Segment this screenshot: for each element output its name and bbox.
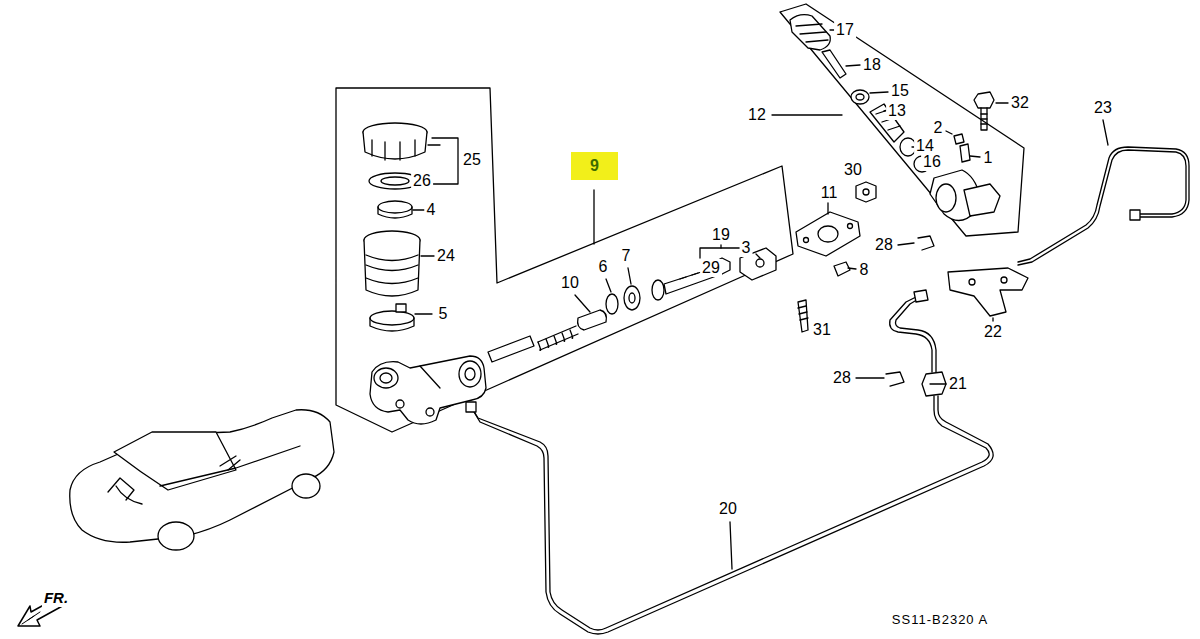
callout-number: 9	[571, 157, 618, 175]
callout-number: 32	[1009, 94, 1031, 112]
callout-number: 22	[982, 323, 1004, 341]
callout-number: 31	[811, 321, 833, 339]
callout-number: 28	[831, 369, 853, 387]
callout-number: 21	[947, 375, 969, 393]
callout-number: 3	[740, 239, 753, 257]
callout-number: 18	[861, 56, 883, 74]
highlight-box: 9	[571, 152, 618, 180]
callout-number: 24	[435, 247, 457, 265]
diagram-code: SS11-B2320 A	[890, 611, 990, 629]
callout-number: 29	[700, 259, 722, 277]
callout-number: 13	[886, 102, 908, 120]
callout-number: 25	[461, 151, 483, 169]
callout-number: 8	[858, 261, 871, 279]
callout-number: 5	[437, 305, 450, 323]
callout-number: 16	[921, 153, 943, 171]
callout-number: 11	[819, 184, 840, 202]
callout-number: 17	[834, 21, 856, 39]
callout-number: 4	[425, 201, 438, 219]
callout-number: 19	[710, 226, 732, 244]
callout-number: 26	[411, 172, 433, 190]
callout-number: 1	[982, 149, 995, 167]
callout-number: 20	[717, 500, 739, 518]
direction-marker: FR.	[42, 589, 70, 607]
callout-number: 2	[932, 119, 945, 137]
callout-number: 23	[1092, 99, 1114, 117]
callout-number: 30	[842, 161, 864, 179]
callout-number: 10	[559, 274, 581, 292]
callout-number: 6	[597, 258, 610, 276]
callout-number: 7	[620, 247, 633, 265]
callout-number: 28	[873, 236, 895, 254]
callout-number: 12	[746, 106, 768, 124]
callout-number: 15	[889, 82, 911, 100]
